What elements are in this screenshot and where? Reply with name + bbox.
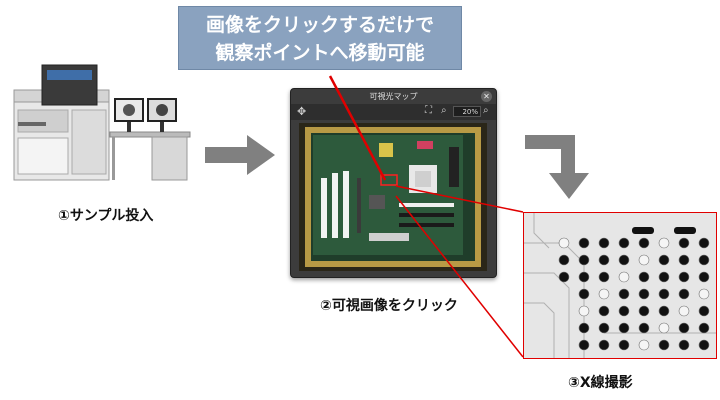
zoom-in-icon[interactable]: ⌕ [483, 105, 489, 116]
solder-ball [618, 339, 630, 351]
solder-ball [638, 237, 650, 249]
solder-ball [558, 254, 570, 266]
solder-ball [698, 237, 710, 249]
solder-ball [618, 254, 630, 266]
zoom-out-icon[interactable]: ⌕ [441, 105, 447, 116]
solder-ball [578, 288, 590, 300]
step-3-label: ③X線撮影 [568, 375, 633, 391]
solder-ball [618, 237, 630, 249]
solder-ball [578, 254, 590, 266]
solder-ball [638, 271, 650, 283]
solder-ball [698, 288, 710, 300]
solder-ball [698, 339, 710, 351]
solder-ball [678, 339, 690, 351]
solder-ball [638, 288, 650, 300]
hand-pan-icon[interactable]: ✥ [297, 105, 307, 118]
solder-ball [578, 322, 590, 334]
solder-ball [558, 237, 570, 249]
solder-ball [578, 305, 590, 317]
solder-ball [578, 271, 590, 283]
solder-ball-grid [558, 237, 710, 351]
solder-ball [638, 322, 650, 334]
right-arrow-icon [205, 135, 275, 175]
solder-ball [618, 288, 630, 300]
solder-ball [658, 271, 670, 283]
solder-ball [638, 254, 650, 266]
solder-ball [618, 322, 630, 334]
solder-ball [558, 271, 570, 283]
visible-map-window[interactable]: 可視光マップ ✕ ✥ ⛶ ⌕ 20% ⌕ [290, 88, 497, 278]
solder-ball [598, 271, 610, 283]
solder-ball [598, 254, 610, 266]
solder-ball [598, 339, 610, 351]
xray-detail-image [523, 212, 717, 359]
viewer-toolbar: ✥ ⛶ ⌕ 20% ⌕ [291, 104, 496, 120]
solder-ball [658, 322, 670, 334]
solder-ball [658, 339, 670, 351]
solder-ball [698, 254, 710, 266]
solder-ball [578, 237, 590, 249]
step-2-label: ②可視画像をクリック [320, 298, 458, 314]
fit-window-icon[interactable]: ⛶ [425, 105, 432, 116]
solder-ball [618, 271, 630, 283]
solder-ball [698, 271, 710, 283]
solder-ball [638, 339, 650, 351]
step-1-label: ①サンプル投入 [58, 208, 154, 224]
solder-ball [678, 288, 690, 300]
solder-ball [618, 305, 630, 317]
zoom-level-field[interactable]: 20% [453, 106, 481, 117]
solder-ball [678, 237, 690, 249]
solder-ball [658, 288, 670, 300]
solder-ball [678, 254, 690, 266]
solder-ball [678, 305, 690, 317]
solder-ball [598, 288, 610, 300]
solder-ball [578, 339, 590, 351]
solder-ball [678, 322, 690, 334]
callout-line-2: 観察ポイントへ移動可能 [215, 42, 425, 64]
callout-box: 画像をクリックするだけで 観察ポイントへ移動可能 [178, 6, 462, 70]
solder-ball [658, 237, 670, 249]
solder-ball [638, 305, 650, 317]
solder-ball [658, 254, 670, 266]
solder-ball [698, 322, 710, 334]
xray-inspection-machine [13, 64, 191, 181]
solder-ball [678, 271, 690, 283]
solder-ball [658, 305, 670, 317]
pcb-visible-image[interactable] [299, 123, 487, 271]
solder-ball [598, 322, 610, 334]
solder-ball [598, 237, 610, 249]
solder-ball [598, 305, 610, 317]
close-icon[interactable]: ✕ [481, 91, 492, 102]
window-title: 可視光マップ [369, 92, 418, 101]
callout-line-1: 画像をクリックするだけで [205, 14, 434, 36]
down-turn-arrow-icon [525, 135, 589, 199]
solder-ball [698, 305, 710, 317]
